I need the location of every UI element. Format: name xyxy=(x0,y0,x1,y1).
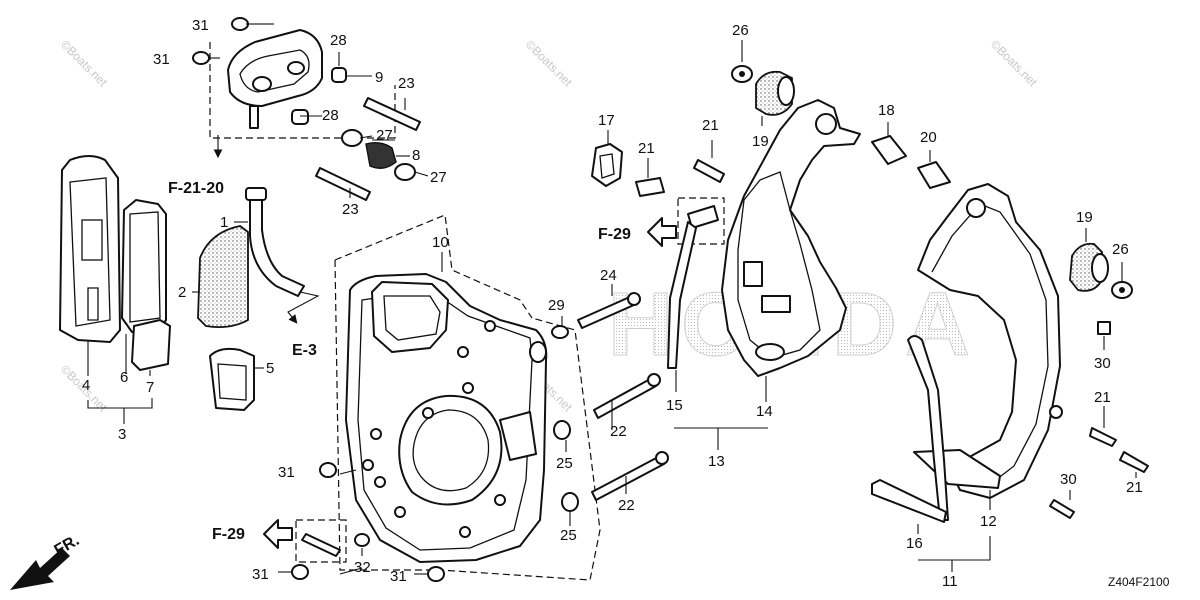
callout-31: 31 xyxy=(390,568,407,585)
callout-16: 16 xyxy=(906,535,923,552)
callout-23: 23 xyxy=(342,201,359,218)
callout-8: 8 xyxy=(412,147,420,164)
callout-15: 15 xyxy=(666,397,683,414)
callout-26: 26 xyxy=(1112,241,1129,258)
callout-10: 10 xyxy=(432,234,449,251)
right-cover xyxy=(871,183,1149,572)
callout-28: 28 xyxy=(322,107,339,124)
drawing-code: Z404F2100 xyxy=(1108,575,1170,589)
callout-2: 2 xyxy=(178,284,186,301)
reference-arrows xyxy=(263,197,725,549)
callout-12: 12 xyxy=(980,513,997,530)
callout-22: 22 xyxy=(610,423,627,440)
callout-27: 27 xyxy=(430,169,447,186)
callout-1: 1 xyxy=(220,214,228,231)
callout-7: 7 xyxy=(146,379,154,396)
callout-31: 31 xyxy=(252,566,269,583)
case-cover xyxy=(334,214,601,581)
filter-cover-group xyxy=(59,155,264,424)
callout-32: 32 xyxy=(354,559,371,576)
callout-21: 21 xyxy=(638,140,655,157)
callout-27: 27 xyxy=(376,127,393,144)
ref-f-29-upper: F-29 xyxy=(598,226,631,243)
callout-21: 21 xyxy=(1126,479,1143,496)
callout-22: 22 xyxy=(618,497,635,514)
watermark-layer: ©Boats.net ©Boats.net ©Boats.net ©Boats.… xyxy=(58,37,1040,414)
front-arrow-icon xyxy=(10,548,70,590)
callout-25: 25 xyxy=(560,527,577,544)
callout-21: 21 xyxy=(1094,389,1111,406)
callout-20: 20 xyxy=(920,129,937,146)
callout-31: 31 xyxy=(278,464,295,481)
callout-14: 14 xyxy=(756,403,773,420)
callout-5: 5 xyxy=(266,360,274,377)
ref-f-21-20: F-21-20 xyxy=(168,180,224,197)
watermark: ©Boats.net xyxy=(58,37,110,89)
callout-31: 31 xyxy=(153,51,170,68)
callout-19: 19 xyxy=(1076,209,1093,226)
callout-labels: 31 31 28 9 23 28 27 8 27 23 1 2 10 4 6 7… xyxy=(82,17,1143,590)
callout-28: 28 xyxy=(330,32,347,49)
ref-e-3: E-3 xyxy=(292,342,317,359)
callout-6: 6 xyxy=(120,369,128,386)
watermark: ©Boats.net xyxy=(988,37,1040,89)
bearings-group xyxy=(591,40,951,197)
callout-26: 26 xyxy=(732,22,749,39)
callout-25: 25 xyxy=(556,455,573,472)
callout-3: 3 xyxy=(118,426,126,443)
callout-11: 11 xyxy=(942,573,958,590)
fan-shroud xyxy=(667,99,861,450)
breather-tube xyxy=(234,187,320,324)
callout-30: 30 xyxy=(1094,355,1111,372)
case-fasteners xyxy=(262,23,669,582)
callout-24: 24 xyxy=(600,267,617,284)
callout-31: 31 xyxy=(192,17,209,34)
callout-17: 17 xyxy=(598,112,615,129)
watermark: ©Boats.net xyxy=(523,37,575,89)
callout-23: 23 xyxy=(398,75,415,92)
callout-9: 9 xyxy=(375,69,383,86)
callout-29: 29 xyxy=(548,297,565,314)
callout-18: 18 xyxy=(878,102,895,119)
callout-4: 4 xyxy=(82,377,90,394)
callout-30: 30 xyxy=(1060,471,1077,488)
callout-19: 19 xyxy=(752,133,769,150)
callout-21: 21 xyxy=(702,117,719,134)
ref-f-29-lower: F-29 xyxy=(212,526,245,543)
callout-13: 13 xyxy=(708,453,725,470)
breather-assembly xyxy=(192,17,429,201)
